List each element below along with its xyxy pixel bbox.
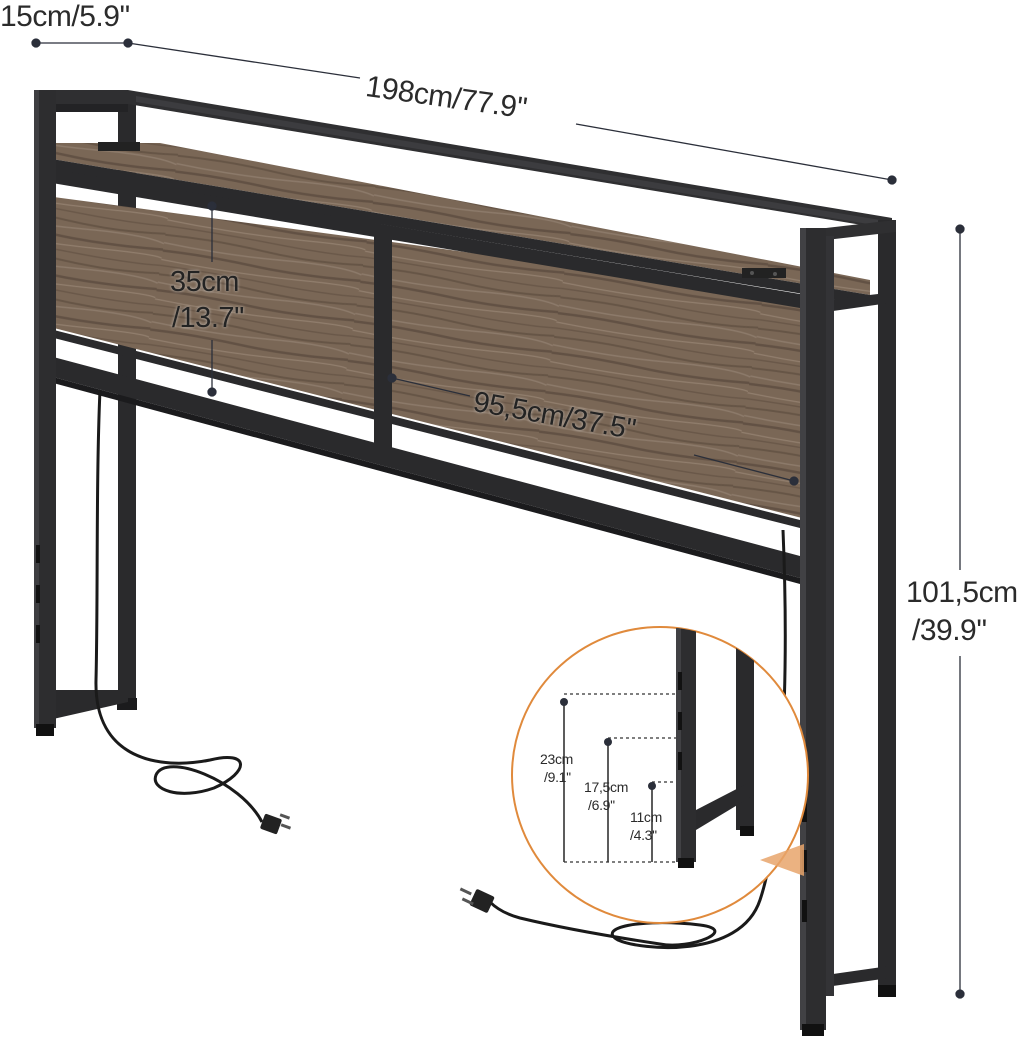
dimension-lines [31, 38, 965, 999]
wood-panel-right [392, 242, 802, 518]
total-height-cm-label: 101,5cm [906, 576, 1018, 609]
panel-height-cm-label: 35cm [170, 266, 239, 298]
total-height-in-label: /39.9'' [912, 614, 987, 647]
power-cord-left [94, 389, 264, 823]
plug-left-icon [260, 813, 292, 835]
height-adjust-detail [511, 626, 809, 924]
frame-rails [40, 168, 800, 722]
inset-h3-cm-label: 11cm [630, 809, 662, 825]
top-rail [36, 90, 892, 230]
left-front-post [34, 90, 56, 736]
right-front-post [800, 228, 826, 1036]
inset-h2-cm-label: 17,5cm [584, 779, 629, 795]
inset-h2-in-label: /6.9'' [588, 797, 615, 813]
wood-panel-left [46, 196, 376, 410]
right-back-post [826, 220, 896, 997]
top-shelf [40, 142, 870, 305]
plug-right-icon [459, 887, 495, 913]
inset-h1-cm-label: 23cm [540, 751, 574, 767]
inset-h3-in-label: /4.3'' [630, 827, 657, 843]
panel-height-in-label: /13.7'' [172, 302, 245, 334]
detail-pointer [760, 844, 804, 876]
inset-h1-in-label: /9.1'' [544, 769, 571, 785]
depth-label: 15cm/5.9'' [0, 0, 130, 33]
